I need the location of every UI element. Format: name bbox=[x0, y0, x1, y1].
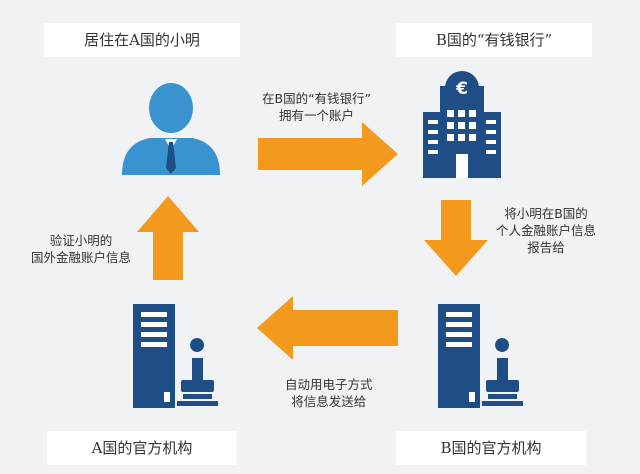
right-arrow-note: 将小明在B国的 个人金融账户信息 报告给 bbox=[496, 205, 596, 256]
filing-cabinet-stamp-icon-a bbox=[133, 304, 218, 408]
note-line: 在B国的“有钱银行” bbox=[262, 91, 372, 106]
bank-b-label: B国的“有钱银行” bbox=[396, 23, 592, 57]
bank-building-icon: € bbox=[423, 71, 501, 178]
arrow-left bbox=[257, 296, 398, 360]
note-line: 国外金融账户信息 bbox=[31, 250, 132, 265]
bottom-arrow-note: 自动用电子方式 将信息发送给 bbox=[285, 376, 373, 410]
arrow-down bbox=[424, 200, 488, 276]
person-icon bbox=[122, 83, 220, 175]
note-line: 将小明在B国的 bbox=[504, 206, 588, 221]
arrow-up bbox=[137, 196, 199, 280]
left-arrow-note: 验证小明的 国外金融账户信息 bbox=[31, 232, 131, 266]
agency-b-label: B国的官方机构 bbox=[396, 431, 586, 465]
agency-a-label: A国的官方机构 bbox=[47, 431, 237, 465]
note-line: 报告给 bbox=[527, 240, 565, 255]
note-line: 验证小明的 bbox=[49, 233, 113, 248]
euro-symbol: € bbox=[455, 79, 468, 99]
arrow-right bbox=[258, 122, 398, 186]
top-arrow-note: 在B国的“有钱银行” 拥有一个账户 bbox=[262, 90, 371, 124]
filing-cabinet-stamp-icon-b bbox=[438, 304, 523, 408]
note-line: 拥有一个账户 bbox=[279, 108, 355, 123]
note-line: 将信息发送给 bbox=[291, 394, 367, 409]
resident-a-label: 居住在A国的小明 bbox=[44, 23, 240, 57]
note-line: 个人金融账户信息 bbox=[496, 223, 597, 238]
note-line: 自动用电子方式 bbox=[285, 377, 373, 392]
